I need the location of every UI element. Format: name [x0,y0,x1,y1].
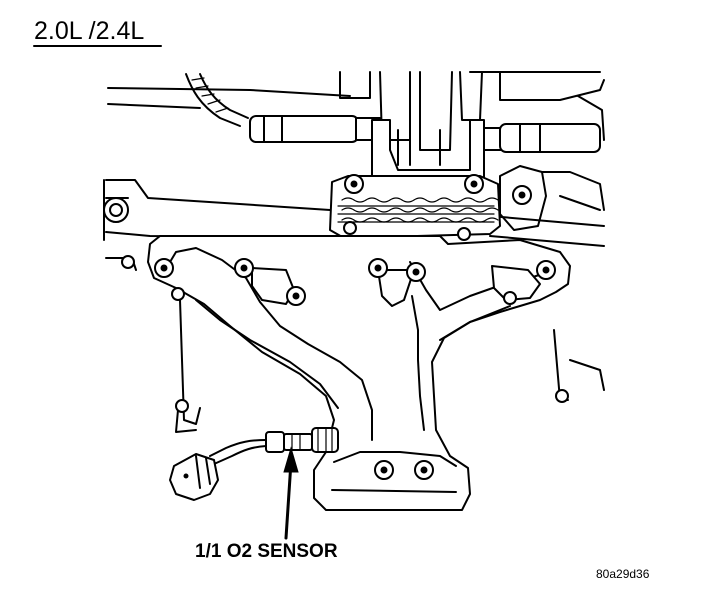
reference-code: 80a29d36 [596,567,650,581]
callout-leader-line [284,460,293,540]
callout-arrowhead [283,446,299,473]
engine-title-text: 2.0L /2.4L [34,17,144,45]
exhaust-manifold [147,235,571,511]
engine-block [103,71,605,433]
o2-sensor-label: 1/1 O2 SENSOR [195,541,338,562]
o2-sensor-callout: 1/1 O2 SENSOR [195,446,338,562]
engine-title: 2.0L /2.4L [33,17,162,47]
o2-sensor [169,427,339,501]
